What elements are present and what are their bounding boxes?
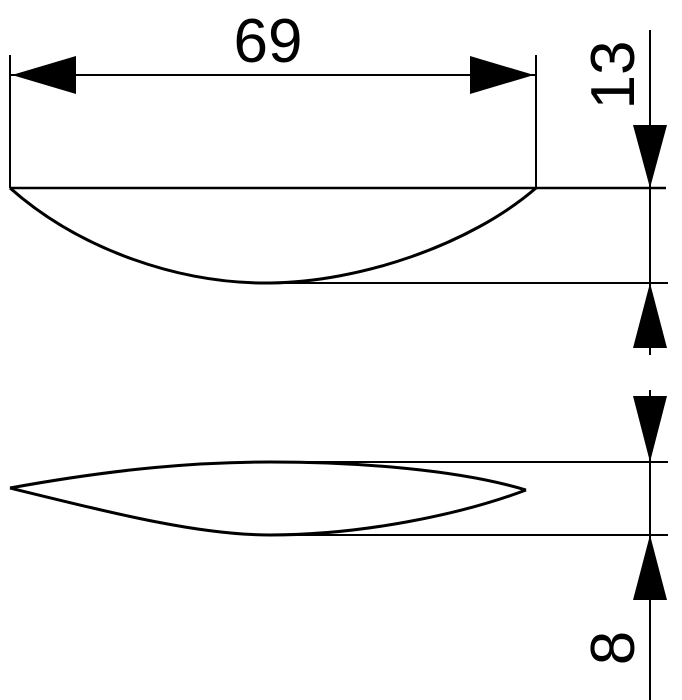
top-part-curved-edge xyxy=(9,186,537,285)
arrow-right-icon xyxy=(470,56,534,94)
arrow-up-icon xyxy=(633,535,667,600)
top-height-dimension-label: 13 xyxy=(579,41,648,110)
bottom-part-upper-edge xyxy=(9,460,527,492)
arrow-left-icon xyxy=(12,56,76,94)
width-dimension-label: 69 xyxy=(234,7,303,76)
arrow-down-icon xyxy=(633,125,667,188)
bottom-height-dimension-label: 8 xyxy=(579,631,648,665)
bottom-part-lower-edge xyxy=(9,486,527,537)
arrow-up-icon xyxy=(633,283,667,348)
arrow-down-icon xyxy=(633,396,667,462)
